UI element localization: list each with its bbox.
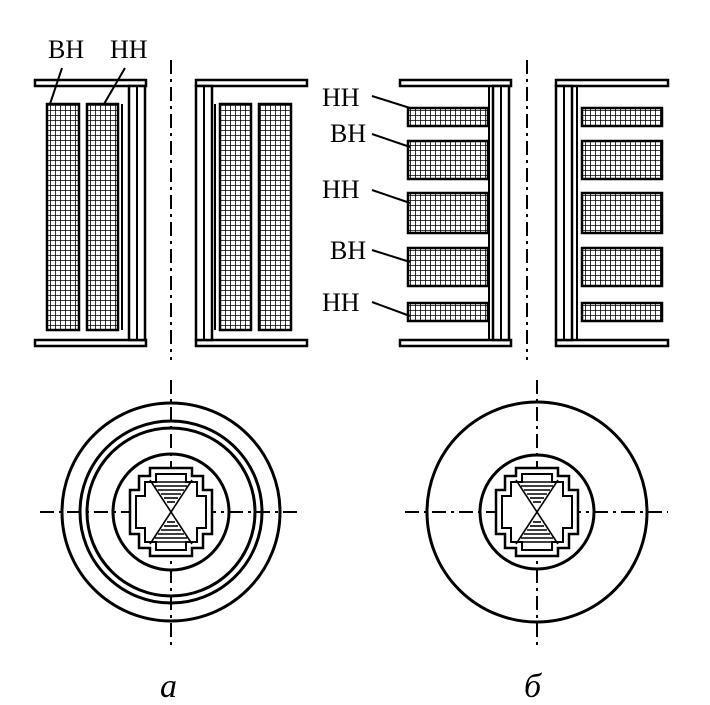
disc-nn-3-right	[580, 301, 664, 323]
winding-vn-right	[257, 102, 293, 332]
caption-b: б	[524, 668, 543, 705]
disc-vn-2-right	[580, 246, 664, 288]
label-vn-b-2: ВН	[330, 236, 366, 265]
label-vn-b-1: ВН	[330, 119, 366, 148]
disc-nn-1-right	[580, 106, 664, 128]
winding-nn-left	[85, 102, 120, 332]
label-nn-b-1: НН	[322, 83, 360, 112]
variant-a-plan	[40, 380, 302, 645]
winding-vn-left	[45, 102, 81, 332]
caption-a: а	[160, 668, 177, 705]
core-hatch-b	[515, 479, 559, 545]
variant-a-section	[33, 60, 309, 360]
disc-vn-2-left	[406, 246, 490, 288]
label-nn-b-3: НН	[322, 288, 360, 317]
winding-nn-right	[218, 102, 253, 332]
label-nn-b-2: НН	[322, 175, 360, 204]
disc-vn-1-right	[580, 139, 664, 181]
core-hatch-a	[149, 479, 193, 545]
label-vn-a: ВН	[48, 35, 84, 64]
variant-b-section	[371, 60, 670, 360]
disc-nn-1-left	[406, 106, 490, 128]
label-nn-a: НН	[110, 35, 148, 64]
disc-nn-2-right	[580, 191, 664, 235]
disc-nn-2-left	[406, 191, 490, 235]
disc-vn-1-left	[406, 139, 490, 181]
variant-b-plan	[405, 380, 668, 645]
disc-nn-3-left	[406, 301, 490, 323]
